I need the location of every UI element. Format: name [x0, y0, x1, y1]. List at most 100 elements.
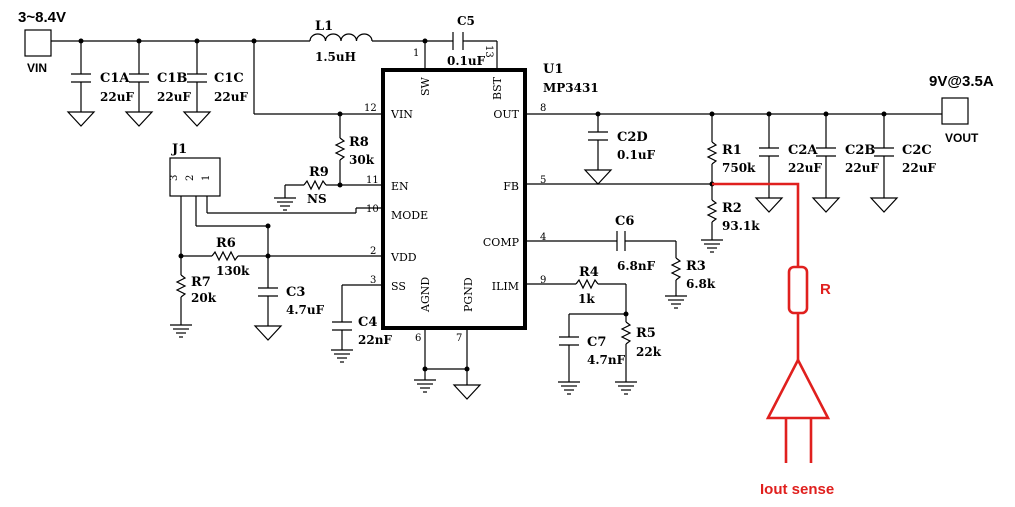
- c6-ref: C6: [615, 214, 634, 229]
- j1-pin3: 3: [169, 175, 180, 181]
- r7-value: 20k: [191, 291, 217, 305]
- c7-ref: C7: [587, 335, 606, 350]
- c1b-ref: C1B: [157, 71, 187, 86]
- c4-value: 22nF: [358, 333, 392, 347]
- iout-sense-annotation: [712, 182, 831, 463]
- r3-resistor: [665, 257, 687, 309]
- l1-ref: L1: [315, 19, 333, 34]
- pin-comp-label: COMP: [483, 236, 520, 249]
- r6-value: 130k: [216, 264, 250, 278]
- r5-resistor: [615, 311, 637, 395]
- pin-ss-label: SS: [391, 280, 406, 293]
- c2a-ref: C2A: [788, 143, 818, 158]
- r4-value: 1k: [578, 292, 595, 306]
- pin-vin-label: VIN: [390, 108, 413, 121]
- c7-value: 4.7nF: [587, 353, 626, 367]
- c7-capacitor: [558, 313, 626, 395]
- pin-en-number: 11: [366, 175, 379, 186]
- r5-ref: R5: [636, 326, 656, 341]
- vin-range-label: 3~8.4V: [18, 9, 66, 26]
- pin-vdd-label: VDD: [390, 251, 417, 264]
- pin-sw-number: 1: [413, 48, 419, 59]
- r3-ref: R3: [686, 259, 706, 274]
- pin-fb-label: FB: [503, 180, 519, 193]
- r4-resistor: [525, 278, 627, 322]
- c6-capacitor: [525, 231, 677, 258]
- r9-ref: R9: [309, 165, 329, 180]
- r3-value: 6.8k: [686, 277, 716, 291]
- r1-ref: R1: [722, 143, 742, 158]
- r6-ref: R6: [216, 236, 236, 251]
- j1-pin2: 2: [185, 175, 196, 181]
- c2a-value: 22uF: [788, 161, 822, 175]
- pin-out-label: OUT: [493, 108, 519, 121]
- c4-ref: C4: [358, 315, 377, 330]
- j1-connector: [169, 157, 221, 197]
- c3-ref: C3: [286, 285, 305, 300]
- pin-vdd-number: 2: [370, 246, 376, 257]
- r2-resistor: [701, 199, 723, 253]
- c1c-ref: C1C: [214, 71, 244, 86]
- c2c-value: 22uF: [902, 161, 936, 175]
- vout-terminal: [941, 97, 969, 125]
- r8-resistor: [334, 114, 346, 188]
- iout-sense-label: Iout sense: [760, 481, 834, 498]
- r7-ref: R7: [191, 275, 211, 290]
- pin-bst-label: BST: [491, 76, 504, 100]
- output-capacitors: [754, 114, 899, 213]
- vin-terminal-label: VIN: [27, 61, 47, 75]
- vin-terminal: [24, 29, 52, 57]
- c3-value: 4.7uF: [286, 303, 325, 317]
- pin-ilim-number: 9: [540, 275, 546, 286]
- c5-value: 0.1uF: [447, 54, 486, 68]
- r8-ref: R8: [349, 135, 369, 150]
- r2-value: 93.1k: [722, 219, 760, 233]
- r7-resistor: [170, 274, 192, 338]
- c1a-value: 22uF: [100, 90, 134, 104]
- output-rail: [525, 111, 942, 117]
- r4-ref: R4: [579, 265, 599, 280]
- c1a-ref: C1A: [100, 71, 130, 86]
- pin-bst-number: 13: [483, 45, 494, 58]
- ic-ground: [414, 328, 482, 400]
- input-capacitors: [66, 41, 212, 127]
- pin-mode-number: 10: [366, 204, 379, 215]
- c2d-value: 0.1uF: [617, 148, 656, 162]
- vout-terminal-label: VOUT: [945, 131, 979, 145]
- r9-resistor: [274, 179, 385, 211]
- c2b-value: 22uF: [845, 161, 879, 175]
- pin-comp-number: 4: [540, 232, 546, 243]
- c2b-ref: C2B: [845, 143, 875, 158]
- c2c-ref: C2C: [902, 143, 932, 158]
- pin-en-label: EN: [391, 180, 409, 193]
- pin-pgnd-number: 7: [456, 333, 462, 344]
- pin-agnd-label: AGND: [419, 277, 432, 313]
- r1-resistor: [706, 114, 718, 200]
- pin-fb-number: 5: [540, 175, 546, 186]
- c2d-capacitor: [583, 114, 613, 185]
- c1b-value: 22uF: [157, 90, 191, 104]
- c5-capacitor: [450, 32, 466, 50]
- pin-sw-label: SW: [419, 76, 432, 96]
- pin-ss-number: 3: [370, 275, 376, 286]
- l1-inductor: [309, 33, 373, 42]
- r1-value: 750k: [722, 161, 756, 175]
- sense-resistor-label: R: [820, 281, 831, 298]
- r2-ref: R2: [722, 201, 742, 216]
- pin-pgnd-label: PGND: [462, 277, 475, 312]
- c6-value: 6.8nF: [617, 259, 656, 273]
- l1-value: 1.5uH: [315, 50, 356, 64]
- u1-ref: U1: [543, 62, 563, 77]
- c4-capacitor: [331, 284, 385, 363]
- r5-value: 22k: [636, 345, 662, 359]
- j1-ref: J1: [171, 142, 187, 157]
- c3-capacitor: [253, 287, 283, 341]
- c1c-value: 22uF: [214, 90, 248, 104]
- vout-rating-label: 9V@3.5A: [929, 73, 994, 90]
- pin-mode-label: MODE: [391, 209, 428, 222]
- c5-ref: C5: [457, 14, 475, 28]
- u1-part: MP3431: [543, 81, 599, 95]
- pin-agnd-number: 6: [415, 333, 421, 344]
- mode-vdd-wiring: [178, 196, 385, 288]
